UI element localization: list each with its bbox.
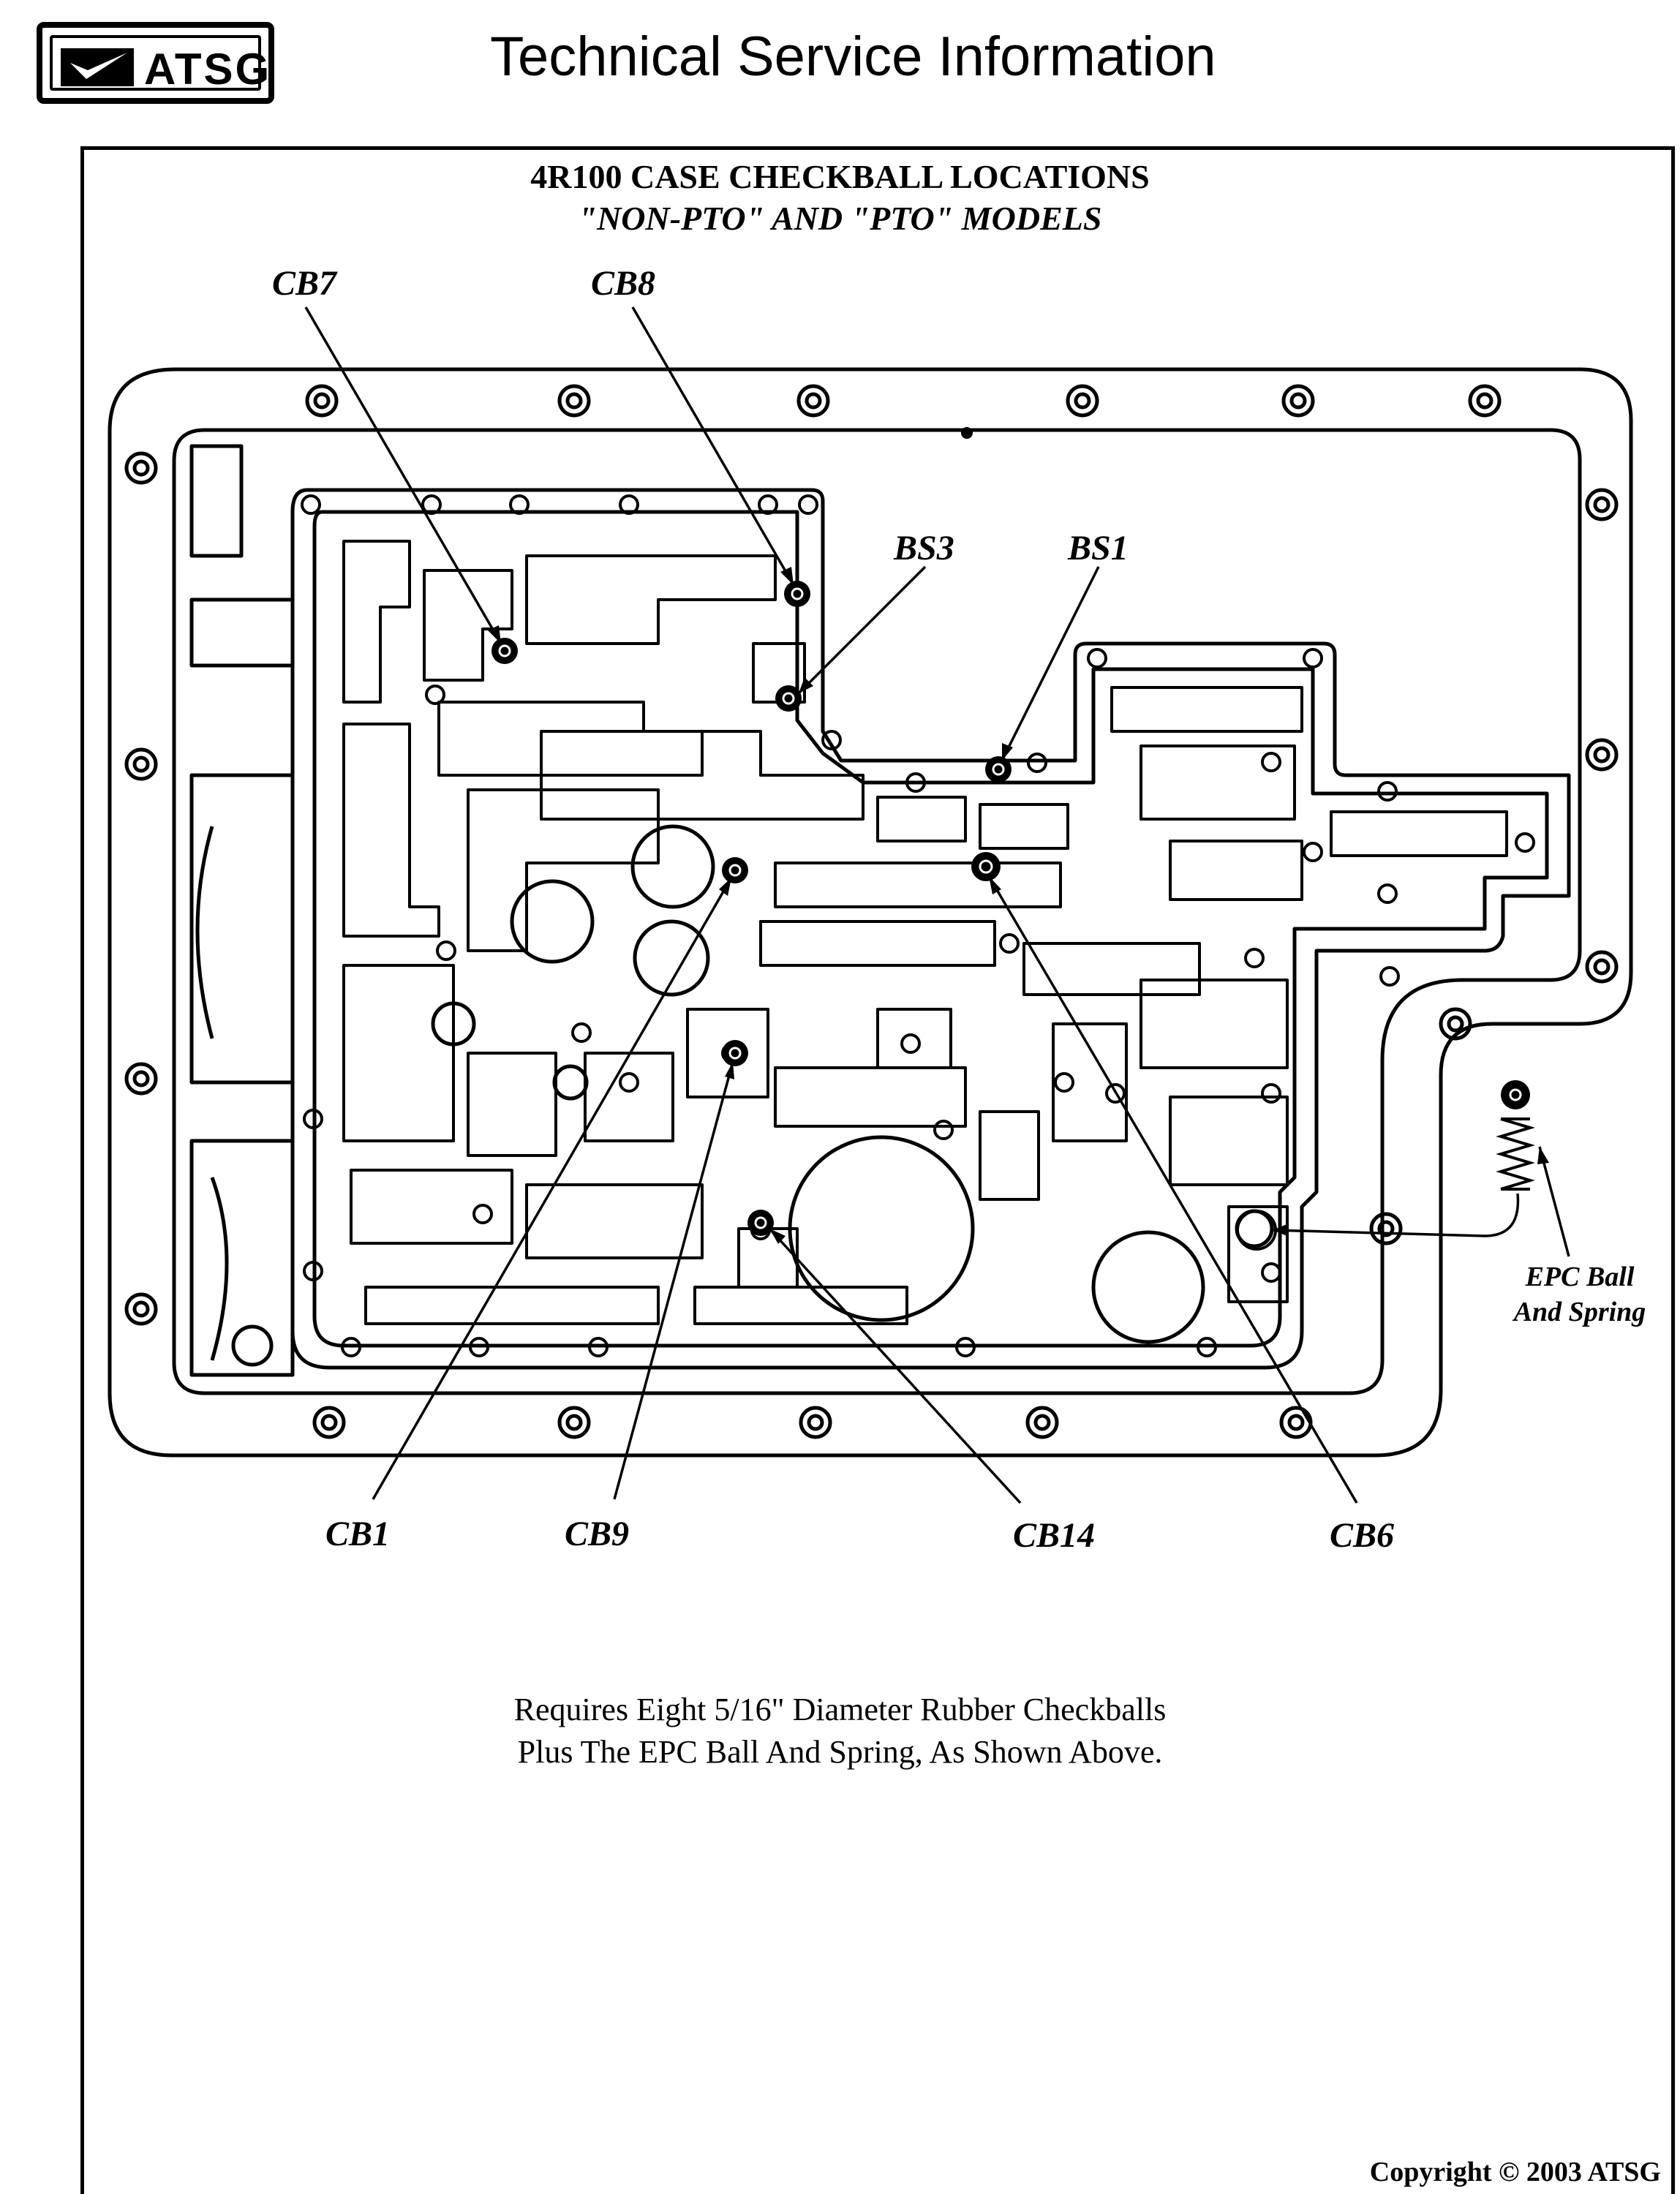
diagram-title: 4R100 CASE CHECKBALL LOCATIONS: [530, 158, 1150, 195]
epc-ball-and-spring: [1496, 1080, 1535, 1191]
checkball-cb6: [971, 852, 1001, 881]
left-case-channel: [189, 444, 295, 1377]
label-epc-ball-and-spring: EPC Ball And Spring: [1499, 1259, 1660, 1330]
case-inner-rail: [172, 428, 1582, 1395]
logo-text: ATSG: [144, 45, 272, 94]
checkball-bs1: [985, 756, 1012, 783]
checkball-bs3: [775, 685, 802, 712]
label-cb8: CB8: [591, 264, 656, 303]
checkball-cb9: [722, 1040, 748, 1066]
note-line2: Plus The EPC Ball And Spring, As Shown A…: [517, 1734, 1163, 1770]
label-cb14: CB14: [1013, 1516, 1096, 1555]
checkball-cb8: [784, 581, 810, 607]
epc-label-line1: EPC Ball: [1525, 1262, 1635, 1292]
copyright: Copyright © 2003 ATSG: [1369, 2157, 1661, 2187]
case-outer-rail: [108, 367, 1633, 1458]
checkball-markers: [491, 581, 1012, 1236]
label-cb1: CB1: [325, 1515, 391, 1553]
label-cb9: CB9: [565, 1515, 630, 1553]
note-line1: Requires Eight 5/16" Diameter Rubber Che…: [513, 1692, 1167, 1727]
page-title: Technical Service Information: [490, 26, 1216, 88]
label-cb7: CB7: [272, 264, 337, 303]
atsg-logo: ATSG: [37, 22, 274, 104]
valve-body-outline: [290, 488, 1571, 1370]
checkball-cb1: [722, 857, 748, 883]
logo-frame: ATSG: [50, 35, 269, 94]
epc-label-line2: And Spring: [1513, 1297, 1646, 1327]
content-frame: [80, 146, 1675, 2194]
checkmark-icon: [61, 48, 134, 86]
checkball-cb14: [747, 1210, 774, 1236]
checkball-cb7: [491, 638, 518, 664]
diagram-subtitle: "NON-PTO" AND "PTO" MODELS: [578, 200, 1102, 237]
label-bs3: BS3: [894, 529, 954, 568]
fluid-passages: [342, 540, 1508, 1325]
label-bs1: BS1: [1068, 529, 1129, 568]
label-cb6: CB6: [1330, 1516, 1395, 1555]
